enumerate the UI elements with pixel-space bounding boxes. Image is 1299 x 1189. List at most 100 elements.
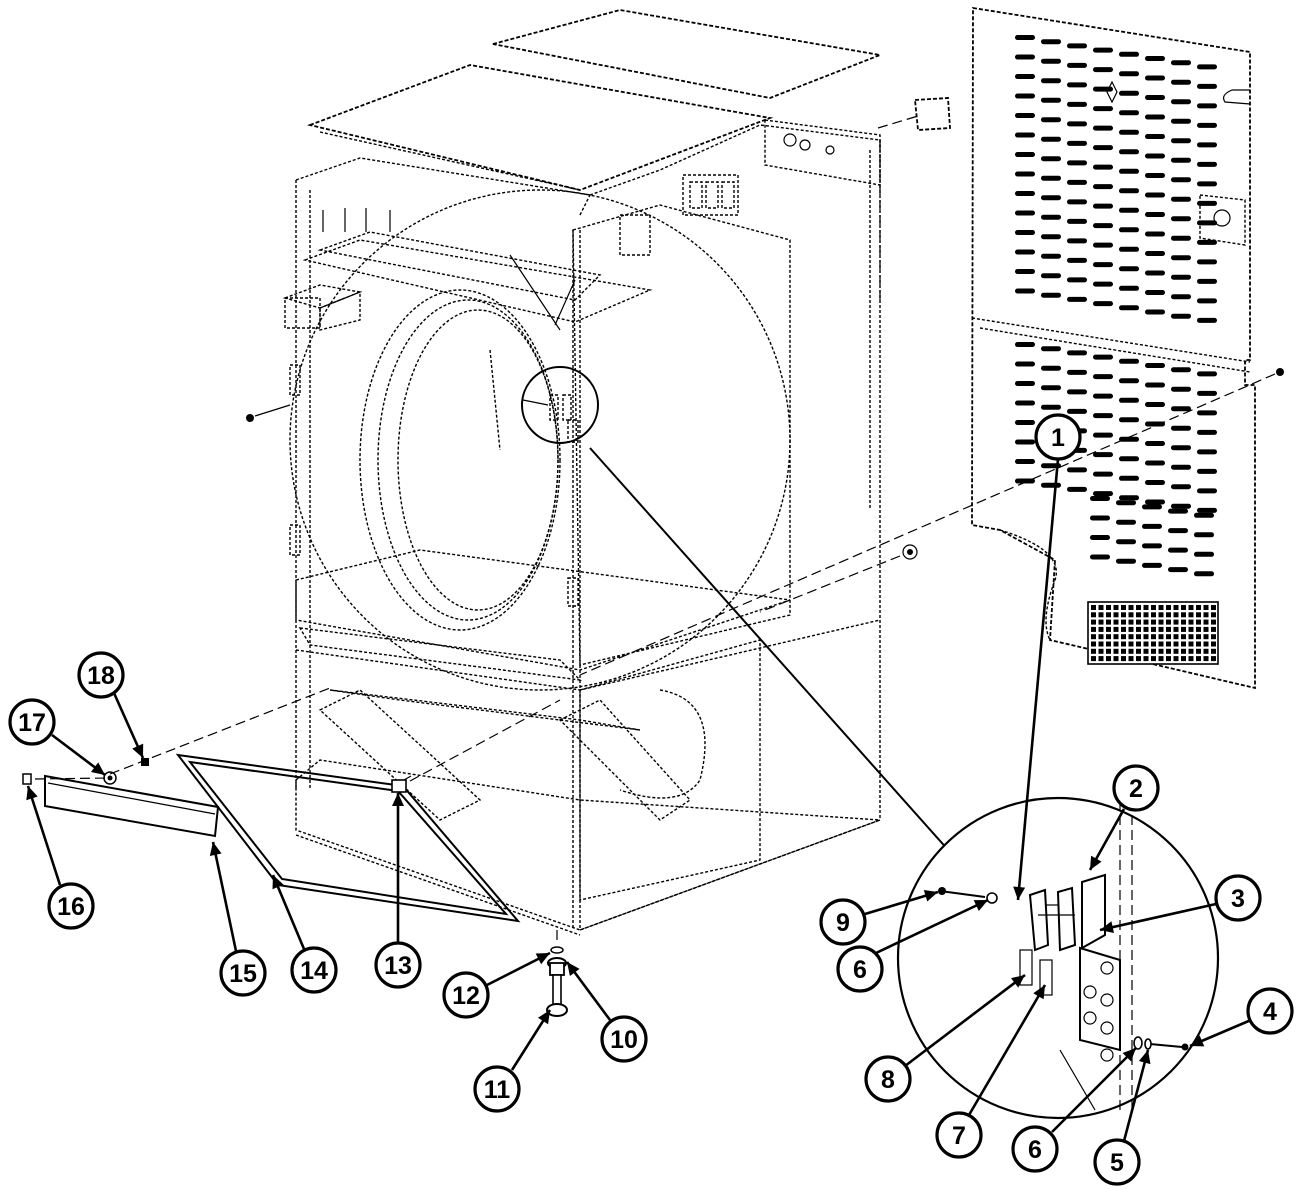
louver-slot [1197, 142, 1217, 148]
louver-slot [1168, 567, 1188, 573]
louver-slot [1145, 290, 1165, 295]
louver-slot [1197, 181, 1217, 187]
grill-cell [1091, 656, 1096, 662]
louver-slot [1116, 500, 1136, 506]
louver-slot [1197, 103, 1217, 109]
louver-slot [1119, 71, 1139, 77]
grill-cell [1106, 641, 1111, 647]
louver-slot [1041, 58, 1061, 64]
callout-leader [1016, 458, 1060, 901]
louver-slot [1119, 149, 1139, 155]
louver-slot [1119, 188, 1139, 194]
callout-leader [1051, 1047, 1137, 1133]
callout-arrowhead [132, 743, 144, 758]
louver-slot [1015, 381, 1035, 386]
grill-cell [1128, 634, 1134, 640]
louver-slot [1197, 64, 1217, 70]
louver-slot [1116, 519, 1136, 525]
grill-cell [1113, 619, 1119, 625]
louver-slot [1090, 496, 1110, 501]
callout-arrowhead [1122, 1048, 1136, 1062]
louver-slot [1119, 378, 1139, 384]
gasket-plate [877, 97, 951, 131]
grill-cell [1136, 619, 1141, 625]
grill-cell [1128, 619, 1134, 625]
louver-slot [1197, 317, 1217, 323]
detail-view-circle [589, 447, 1220, 1120]
callout-arrowhead [209, 842, 222, 856]
louver-slot [1116, 558, 1136, 564]
louver-slot [1067, 296, 1087, 302]
grill-cell [1143, 641, 1149, 647]
grill-cell [1211, 648, 1216, 654]
louver-slot [1119, 227, 1139, 233]
grill-cell [1181, 619, 1186, 625]
louver-slot [1171, 118, 1191, 124]
louver-slot [1119, 90, 1139, 96]
louver-slot [1090, 535, 1110, 540]
callout-c4: 4 [1189, 987, 1294, 1048]
grill-cell [1188, 612, 1194, 618]
grill-cell [1173, 626, 1179, 632]
callout-leader [875, 898, 989, 955]
callout-c6b: 6 [1011, 1047, 1137, 1173]
louver-slot [1119, 207, 1139, 213]
grill-cell [1128, 605, 1134, 610]
louver-slot [1194, 532, 1214, 538]
callout-number: 2 [1129, 775, 1143, 803]
grill-cell [1188, 605, 1194, 610]
grill-cell [1166, 612, 1171, 618]
grill-cell [1136, 648, 1141, 654]
cabinet-frame [295, 124, 881, 936]
callout-arrowhead [272, 875, 284, 890]
louver-slot [1093, 301, 1113, 307]
grill-cell [1173, 634, 1179, 640]
callout-c2: 2 [1088, 764, 1160, 871]
louver-slot [1145, 114, 1165, 120]
louver-slot [1171, 177, 1191, 183]
callout-c12: 12 [442, 951, 551, 1019]
louver-slot [1145, 499, 1165, 505]
callout-number: 3 [1231, 885, 1245, 913]
louver-slot [1067, 389, 1087, 395]
louver-slot [1197, 298, 1217, 304]
louver-slot [1067, 369, 1087, 375]
grill-cell [1166, 626, 1171, 632]
louver-slot [1015, 210, 1035, 216]
louver-slot [1171, 484, 1191, 490]
louver-slot [1067, 82, 1087, 88]
louver-slot [1197, 468, 1217, 474]
louver-slot [1041, 39, 1061, 45]
louver-slot [1067, 408, 1087, 414]
callout-arrowhead [923, 890, 938, 902]
louver-slot [1145, 309, 1165, 315]
louver-slot [1145, 480, 1165, 485]
grill-cell [1151, 648, 1156, 654]
louver-slot [1171, 99, 1191, 105]
grill-cell [1173, 648, 1179, 654]
grill-cell [1106, 605, 1111, 610]
louver-slot [1197, 220, 1217, 226]
louver-slot [1067, 238, 1087, 244]
grill-cell [1196, 641, 1201, 647]
grill-cell [1121, 605, 1126, 610]
grill-cell [1173, 605, 1179, 610]
louver-slot [1093, 281, 1113, 287]
grill-cell [1113, 641, 1119, 647]
louver-slot [1197, 410, 1217, 416]
grill-cell [1188, 634, 1194, 640]
callout-c15: 15 [209, 841, 267, 997]
louver-slot [1171, 274, 1191, 280]
grill-cell [1121, 612, 1126, 618]
grill-cell [1196, 605, 1201, 610]
grill-cell [1143, 626, 1149, 632]
lint-door [175, 753, 521, 923]
grill-cell [1151, 641, 1156, 647]
left-hinge [246, 364, 579, 607]
grill-cell [1203, 626, 1209, 632]
louver-slot [1067, 179, 1087, 185]
louver-slot [1067, 62, 1087, 68]
louver-slot [1093, 374, 1113, 380]
callout-circle [8, 698, 56, 746]
